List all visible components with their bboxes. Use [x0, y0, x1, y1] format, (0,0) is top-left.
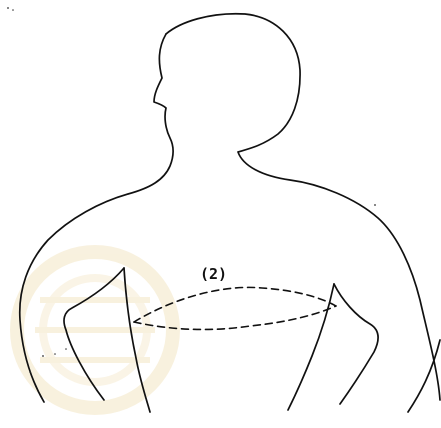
right-arm-outline [408, 340, 440, 412]
head-outline [166, 14, 440, 400]
right-arm-inner [288, 284, 334, 410]
right-hand-outline [334, 284, 378, 404]
scan-specks [7, 7, 376, 373]
watermark-emblem [17, 252, 173, 408]
measurement-label: (2) [200, 265, 227, 283]
